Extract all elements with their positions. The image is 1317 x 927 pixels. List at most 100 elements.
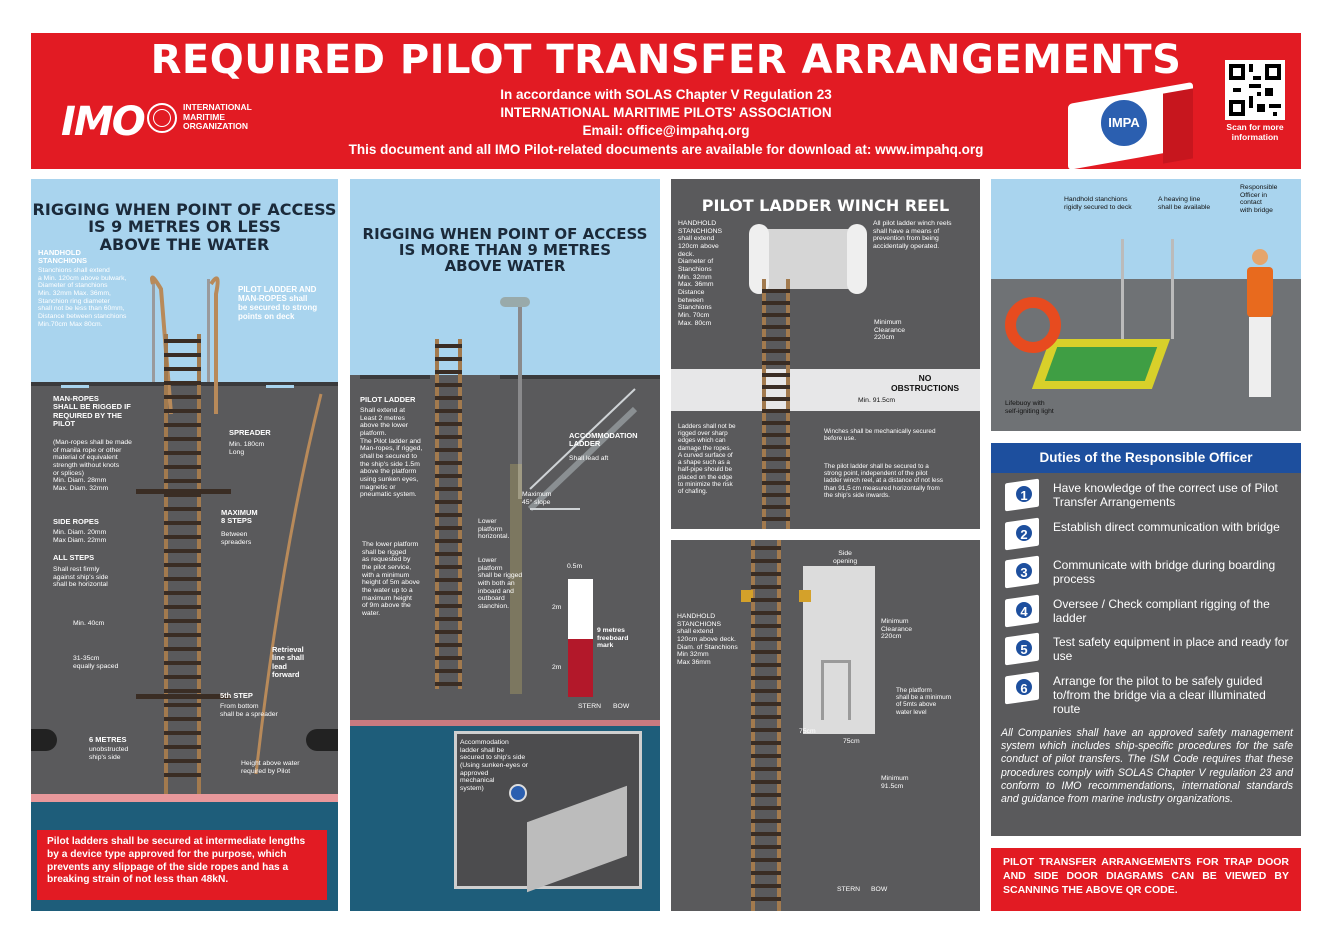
ladder-rung xyxy=(164,465,201,469)
ladder-rung xyxy=(164,591,201,595)
ladder-rung xyxy=(435,578,462,582)
ladder-rung xyxy=(751,585,781,589)
ladder-rung xyxy=(435,474,462,478)
page-title: REQUIRED PILOT TRANSFER ARRANGEMENTS xyxy=(150,37,1182,83)
ladder-rung xyxy=(751,897,781,901)
ladder-rung xyxy=(762,397,790,401)
ladder-rung xyxy=(435,487,462,491)
ladder-rung xyxy=(762,409,790,413)
ladder-rung xyxy=(762,445,790,449)
ladder-rung xyxy=(164,479,201,483)
accommodation-ladder xyxy=(510,388,638,694)
duties-panel: Duties of the Responsible Officer All Co… xyxy=(991,443,1301,836)
ladder-rung xyxy=(435,617,462,621)
ladder-rung xyxy=(762,493,790,497)
panel3-title: PILOT LADDER WINCH REEL xyxy=(701,196,950,215)
intermediate-securing-note: Pilot ladders shall be secured at interm… xyxy=(47,836,306,886)
accommodation-inset xyxy=(454,731,642,893)
header-email: Email: office@impahq.org xyxy=(582,123,750,138)
qr-code-icon xyxy=(1229,64,1281,116)
ladder-rung xyxy=(762,301,790,305)
imo-emblem-icon xyxy=(147,103,177,133)
ladder-rung xyxy=(435,500,462,504)
ladder-rung xyxy=(751,728,781,732)
ism-code-note: All Companies shall have an approved saf… xyxy=(1001,727,1293,806)
panel-rigging-more-than-9m: RIGGING WHEN POINT OF ACCESS IS MORE THA… xyxy=(350,179,660,911)
duty-number: 3 xyxy=(1014,561,1034,581)
sky xyxy=(31,179,338,382)
responsible-officer-figure xyxy=(1247,249,1273,399)
side-opening-door xyxy=(803,566,875,734)
ladder-rung xyxy=(751,598,781,602)
ladder-rung xyxy=(164,353,201,357)
trapdoor-note-box: PILOT TRANSFER ARRANGEMENTS FOR TRAP DOO… xyxy=(991,848,1301,911)
ladder-rung xyxy=(164,605,201,609)
ladder-rung xyxy=(164,773,201,777)
ladder-rung xyxy=(751,806,781,810)
ladder-rung xyxy=(164,675,201,679)
ladder-rung xyxy=(751,715,781,719)
ladder-rung xyxy=(435,513,462,517)
duty-number: 5 xyxy=(1014,638,1034,658)
ladder-rung xyxy=(435,669,462,673)
ladder-rung xyxy=(435,643,462,647)
duty-text: Test safety equipment in place and ready… xyxy=(1053,635,1289,664)
ladder-rung xyxy=(435,604,462,608)
man-ropes xyxy=(150,275,323,775)
ladder-rung xyxy=(164,451,201,455)
ladder-rung xyxy=(164,521,201,525)
ladder-rung xyxy=(164,339,201,343)
duty-number: 6 xyxy=(1014,676,1034,697)
ladder-rung xyxy=(762,313,790,317)
ladder-rung xyxy=(762,385,790,389)
header-download: This document and all IMO Pilot-related … xyxy=(348,142,984,157)
ladder-rung xyxy=(164,423,201,427)
ladder-rung xyxy=(751,572,781,576)
ladder-rung xyxy=(751,611,781,615)
ladder-rung xyxy=(751,884,781,888)
ladder-rung xyxy=(762,469,790,473)
ladder-rung xyxy=(762,337,790,341)
ladder-rung xyxy=(164,717,201,721)
ladder-rung xyxy=(762,421,790,425)
ladder-rung xyxy=(762,505,790,509)
qr-code[interactable] xyxy=(1225,60,1285,120)
ladder-rung xyxy=(164,647,201,651)
ladder-rung xyxy=(435,591,462,595)
ladder-rung xyxy=(751,559,781,563)
ladder-rung xyxy=(164,535,201,539)
duty-number: 4 xyxy=(1014,599,1034,620)
ladder-rung xyxy=(164,689,201,693)
ladder-rung xyxy=(751,793,781,797)
panel-winch-reel: PILOT LADDER WINCH REEL HANDHOLD STANCHI… xyxy=(671,179,980,529)
panel-rigging-9m-or-less: RIGGING WHEN POINT OF ACCESS IS 9 METRES… xyxy=(31,179,338,911)
lifebuoy-icon xyxy=(1005,297,1061,353)
duty-item: 5 Test safety equipment in place and read… xyxy=(1001,632,1291,671)
note-box: Pilot ladders shall be secured at interm… xyxy=(37,830,327,900)
ladder-rung xyxy=(751,689,781,693)
winch-reel-icon xyxy=(757,229,857,289)
ladder-rung xyxy=(164,437,201,441)
ladder-rung xyxy=(751,637,781,641)
header-banner: REQUIRED PILOT TRANSFER ARRANGEMENTS In … xyxy=(31,33,1301,171)
ladder-rung xyxy=(164,381,201,385)
ladder-rung xyxy=(751,663,781,667)
ladder-rung xyxy=(751,624,781,628)
duty-text: Have knowledge of the correct use of Pil… xyxy=(1053,481,1278,510)
ladder-rung xyxy=(435,370,462,374)
ladder-rung xyxy=(751,832,781,836)
ladder-rung xyxy=(435,526,462,530)
ladder-rung xyxy=(435,565,462,569)
ladder-rung xyxy=(751,546,781,550)
ladder-rung xyxy=(164,493,201,497)
ladder-rung xyxy=(164,507,201,511)
panel-side-opening: Side opening HANDHOLD STANCHIONS shall e… xyxy=(671,540,980,911)
ladder-rung xyxy=(435,656,462,660)
ladder-rung xyxy=(435,396,462,400)
ladder-rung xyxy=(762,373,790,377)
ladder-rung xyxy=(164,619,201,623)
ladder-rung xyxy=(435,357,462,361)
